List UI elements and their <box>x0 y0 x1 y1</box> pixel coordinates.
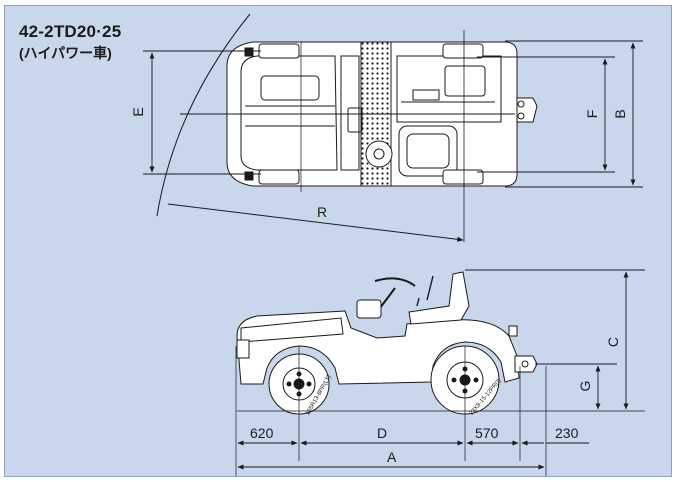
label-B: B <box>612 109 628 118</box>
top-front-wheel-right <box>258 169 300 185</box>
top-seat <box>398 125 458 177</box>
model-variant: (ハイパワー車) <box>19 45 112 61</box>
label-R: R <box>317 204 327 220</box>
top-steering-wheel <box>365 140 393 168</box>
label-F: F <box>584 110 600 119</box>
top-view <box>156 13 538 242</box>
diagram-frame: 165R13-8PR(LT) 23X8-15-12PR(I) E F B R C… <box>4 5 672 477</box>
side-headlight <box>236 339 250 359</box>
model-title: 42-2TD20·25 <box>19 22 122 41</box>
label-D: D <box>377 425 387 441</box>
turning-radius-arc <box>156 13 251 217</box>
top-dimensions <box>143 40 643 242</box>
top-tow-hitch <box>516 97 538 123</box>
label-A: A <box>387 449 397 465</box>
dim-line-R <box>167 203 464 242</box>
top-front-wheel-left <box>258 43 300 59</box>
top-rear-wheel-left <box>442 43 484 59</box>
side-dimensions <box>237 269 645 470</box>
dimension-drawing: 165R13-8PR(LT) 23X8-15-12PR(I) E F B R C… <box>130 13 645 476</box>
top-hood-panel <box>260 75 320 101</box>
label-620: 620 <box>250 425 274 441</box>
label-570: 570 <box>475 425 499 441</box>
label-C: C <box>605 337 621 347</box>
label-230: 230 <box>555 425 579 441</box>
side-seat <box>408 271 470 325</box>
side-tow-coupler <box>514 355 538 373</box>
side-view <box>235 271 645 476</box>
label-E: E <box>130 107 146 116</box>
top-hood <box>240 55 338 171</box>
top-dash-panel <box>340 55 360 171</box>
top-rear-wheel-right <box>442 169 484 185</box>
label-G: G <box>577 381 593 392</box>
